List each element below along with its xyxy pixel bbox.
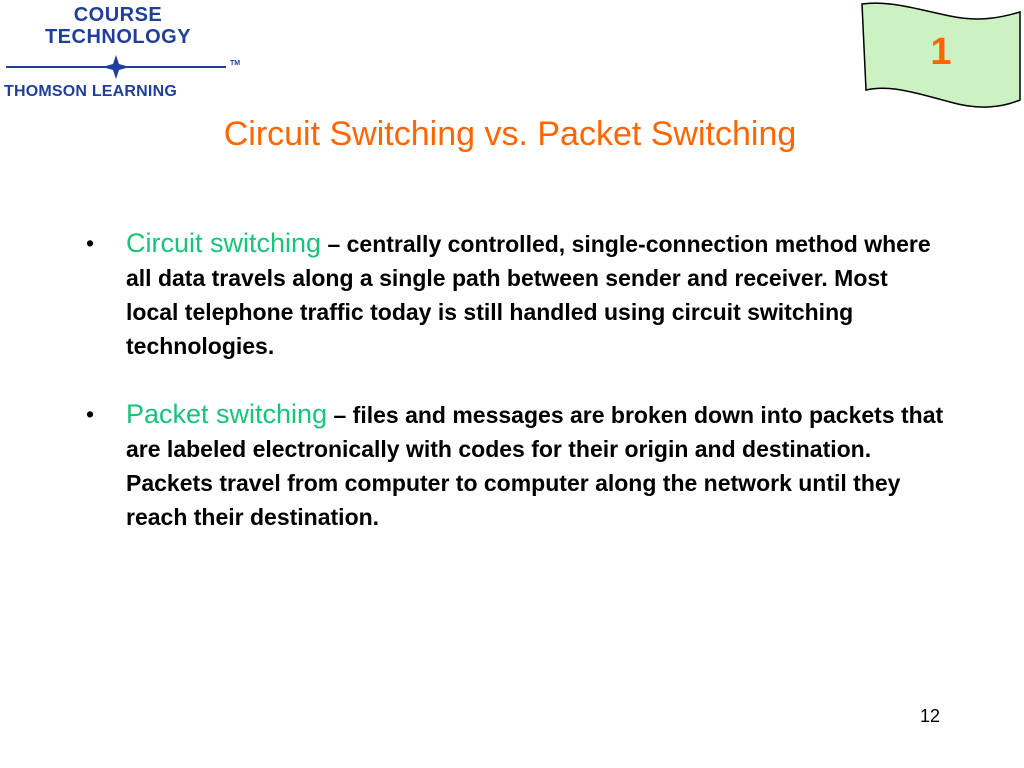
publisher-logo: COURSE TECHNOLOGY TM THOMSON LEARNING — [0, 0, 260, 110]
logo-line-technology: TECHNOLOGY — [44, 26, 192, 48]
bullet-text: – files and messages are broken down int… — [126, 402, 944, 530]
bullet-list: • Circuit switching – centrally controll… — [86, 226, 946, 568]
page-number: 12 — [919, 706, 940, 726]
logo-star-line-icon: TM — [6, 55, 240, 79]
chapter-flag-icon — [861, 2, 1021, 108]
bullet-dot-icon: • — [86, 401, 95, 427]
bullet-term: Packet switching — [126, 399, 328, 429]
bullet-packet-switching: • Packet switching – files and messages … — [86, 397, 946, 534]
bullet-term: Circuit switching — [126, 228, 322, 258]
bullet-circuit-switching: • Circuit switching – centrally controll… — [86, 226, 946, 363]
logo-trademark: TM — [230, 60, 240, 67]
chapter-number: 1 — [930, 31, 952, 73]
slide-title: Circuit Switching vs. Packet Switching — [223, 115, 797, 153]
bullet-dot-icon: • — [86, 230, 95, 256]
bullet-text: – centrally controlled, single-connectio… — [126, 231, 931, 359]
logo-line-thomson: THOMSON LEARNING — [4, 83, 177, 100]
logo-line-course: COURSE — [73, 4, 163, 26]
